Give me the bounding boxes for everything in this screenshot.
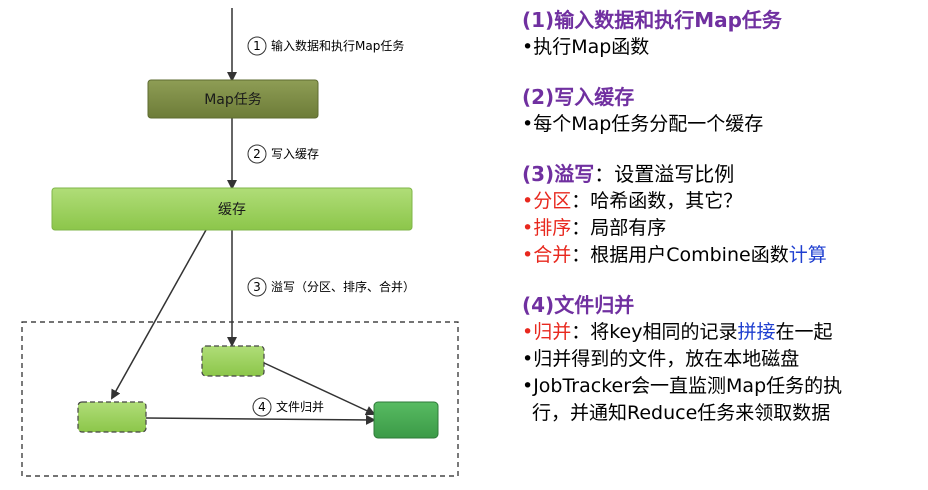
notes-panel: (1)输入数据和执行Map任务 •执行Map函数 (2)写入缓存 •每个Map任… xyxy=(522,6,922,449)
section-write-buffer: (2)写入缓存 •每个Map任务分配一个缓存 xyxy=(522,83,922,138)
step3-label: 溢写（分区、排序、合并） xyxy=(271,279,415,294)
combine-text: ：根据用户Combine函数 xyxy=(571,244,789,266)
step3-marker xyxy=(247,277,267,297)
merged-file xyxy=(373,401,439,439)
section3-bullet-partition: •分区：哈希函数，其它？ xyxy=(522,188,922,215)
section2-heading: (2)写入缓存 xyxy=(522,85,635,109)
step3-number: 3 xyxy=(253,280,261,294)
section3-bullet-sort: •排序：局部有序 xyxy=(522,215,922,242)
spill-file-top xyxy=(201,345,265,377)
section1-heading: (1)输入数据和执行Map任务 xyxy=(522,8,782,32)
section4-bullet-merge: •归并：将key相同的记录拼接在一起 xyxy=(522,319,922,346)
section4-bullet-jobtracker-2: 行，并通知Reduce任务来领取数据 xyxy=(532,402,831,424)
section3-bullet-combine: •合并：根据用户Combine函数计算 xyxy=(522,242,922,269)
buffer-box xyxy=(51,187,413,231)
section4-bullet-jobtracker-1: •JobTracker会一直监测Map任务的执 xyxy=(522,375,843,397)
combine-emph: 计算 xyxy=(788,244,827,266)
combine-key: •合并 xyxy=(522,244,572,266)
section-spill: (3)溢写：设置溢写比例 •分区：哈希函数，其它？ •排序：局部有序 •合并：根… xyxy=(522,160,922,269)
partition-key: •分区 xyxy=(522,190,572,212)
map-task-label: Map任务 xyxy=(204,92,262,108)
step1-marker xyxy=(247,36,267,56)
step1-number: 1 xyxy=(253,39,261,53)
arrow-buffer-to-spill-left xyxy=(111,229,207,400)
section2-bullet1: •每个Map任务分配一个缓存 xyxy=(522,113,764,135)
section4-bullet-disk: •归并得到的文件，放在本地磁盘 xyxy=(522,348,800,370)
spill-file-left xyxy=(77,401,147,433)
step4-label: 文件归并 xyxy=(276,399,324,414)
arrow-spill-top-to-merged xyxy=(261,361,376,416)
arrow-spill-left-to-merged xyxy=(145,414,376,425)
partition-text: ：哈希函数，其它？ xyxy=(571,190,743,212)
section3-heading-rest: ：设置溢写比例 xyxy=(594,162,735,186)
step1-label: 输入数据和执行Map任务 xyxy=(271,38,404,53)
step4-marker xyxy=(252,397,272,417)
step4-number: 4 xyxy=(258,400,266,414)
section4-heading: (4)文件归并 xyxy=(522,293,635,317)
merge-text1: ：将key相同的记录 xyxy=(571,321,738,343)
section-input-map: (1)输入数据和执行Map任务 •执行Map函数 xyxy=(522,6,922,61)
mapreduce-shuffle-diagram: 1 输入数据和执行Map任务 Map任务 2 写入缓存 缓存 3 溢写（分区、排… xyxy=(21,8,459,477)
step2-label: 写入缓存 xyxy=(271,147,319,161)
step2-number: 2 xyxy=(253,147,261,161)
step2-marker xyxy=(247,144,267,164)
buffer-label: 缓存 xyxy=(218,202,246,218)
sort-key: •排序 xyxy=(522,217,572,239)
merge-key: •归并 xyxy=(522,321,572,343)
merge-emph: 拼接 xyxy=(737,321,776,343)
section3-heading-title: (3)溢写 xyxy=(522,162,595,186)
section1-bullet1: •执行Map函数 xyxy=(522,36,650,58)
merge-text2: 在一起 xyxy=(775,321,833,343)
local-disk-region xyxy=(21,321,459,477)
section3-heading: (3)溢写：设置溢写比例 xyxy=(522,160,922,188)
map-task-box xyxy=(147,79,319,119)
section-file-merge: (4)文件归并 •归并：将key相同的记录拼接在一起 •归并得到的文件，放在本地… xyxy=(522,291,922,427)
sort-text: ：局部有序 xyxy=(571,217,667,239)
